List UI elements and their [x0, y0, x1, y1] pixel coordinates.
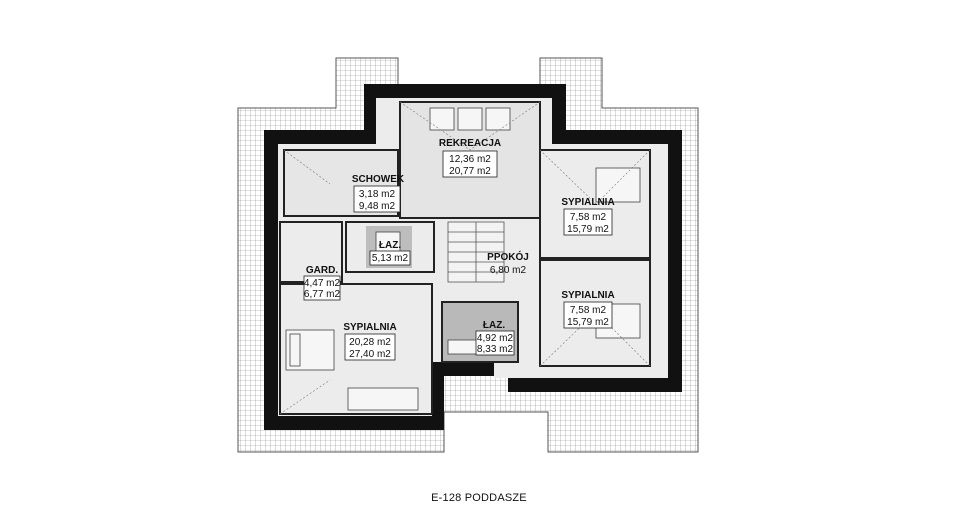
lazienka-top-name: ŁAZ.	[379, 240, 401, 251]
label-sypialnia-ne: SYPIALNIA 7,58 m2 15,79 m2	[561, 197, 615, 236]
sypialnia-main-name: SYPIALNIA	[343, 322, 396, 333]
ppokoj-name: PPOKÓJ	[487, 250, 529, 263]
label-sypialnia-main: SYPIALNIA 20,28 m2 27,40 m2	[343, 322, 397, 361]
label-lazienka-top: ŁAZ. 5,13 m2	[369, 240, 411, 266]
rekreacja-area2: 20,77 m2	[449, 166, 491, 177]
label-lazienka-bottom: ŁAZ. 4,92 m2 8,33 m2	[475, 320, 515, 356]
sypialnia-ne-area1: 7,58 m2	[570, 212, 607, 223]
rekreacja-area1: 12,36 m2	[449, 154, 491, 165]
staircase	[447, 221, 505, 283]
sypialnia-ne-name: SYPIALNIA	[561, 197, 614, 208]
schowek-area2: 9,48 m2	[359, 201, 396, 212]
schowek-area1: 3,18 m2	[359, 189, 396, 200]
label-sypialnia-se: SYPIALNIA 7,58 m2 15,79 m2	[561, 290, 615, 329]
sypialnia-main-area2: 27,40 m2	[349, 349, 391, 360]
sypialnia-se-area2: 15,79 m2	[567, 317, 609, 328]
furniture	[285, 107, 641, 411]
lazienka-bottom-name: ŁAZ.	[483, 320, 505, 331]
sypialnia-se-area1: 7,58 m2	[570, 305, 607, 316]
sypialnia-main-area1: 20,28 m2	[349, 337, 391, 348]
gard-area1: 4,47 m2	[304, 278, 341, 289]
gard-name: GARD.	[306, 265, 338, 276]
plan-caption: E-128 PODDASZE	[431, 492, 527, 504]
sypialnia-ne-area2: 15,79 m2	[567, 224, 609, 235]
label-ppokoj: PPOKÓJ 6,80 m2	[487, 250, 529, 276]
label-rekreacja: REKREACJA 12,36 m2 20,77 m2	[439, 138, 501, 178]
lazienka-top-area1: 5,13 m2	[372, 253, 409, 264]
gard-area2: 6,77 m2	[304, 289, 341, 300]
sypialnia-se-name: SYPIALNIA	[561, 290, 614, 301]
ppokoj-area1: 6,80 m2	[490, 265, 527, 276]
rekreacja-name: REKREACJA	[439, 138, 501, 149]
lazienka-bottom-area2: 8,33 m2	[477, 344, 514, 355]
label-gard: GARD. 4,47 m2 6,77 m2	[303, 265, 341, 301]
label-schowek: SCHOWEK 3,18 m2 9,48 m2	[352, 174, 405, 213]
lazienka-bottom-area1: 4,92 m2	[477, 333, 514, 344]
schowek-name: SCHOWEK	[352, 174, 405, 185]
